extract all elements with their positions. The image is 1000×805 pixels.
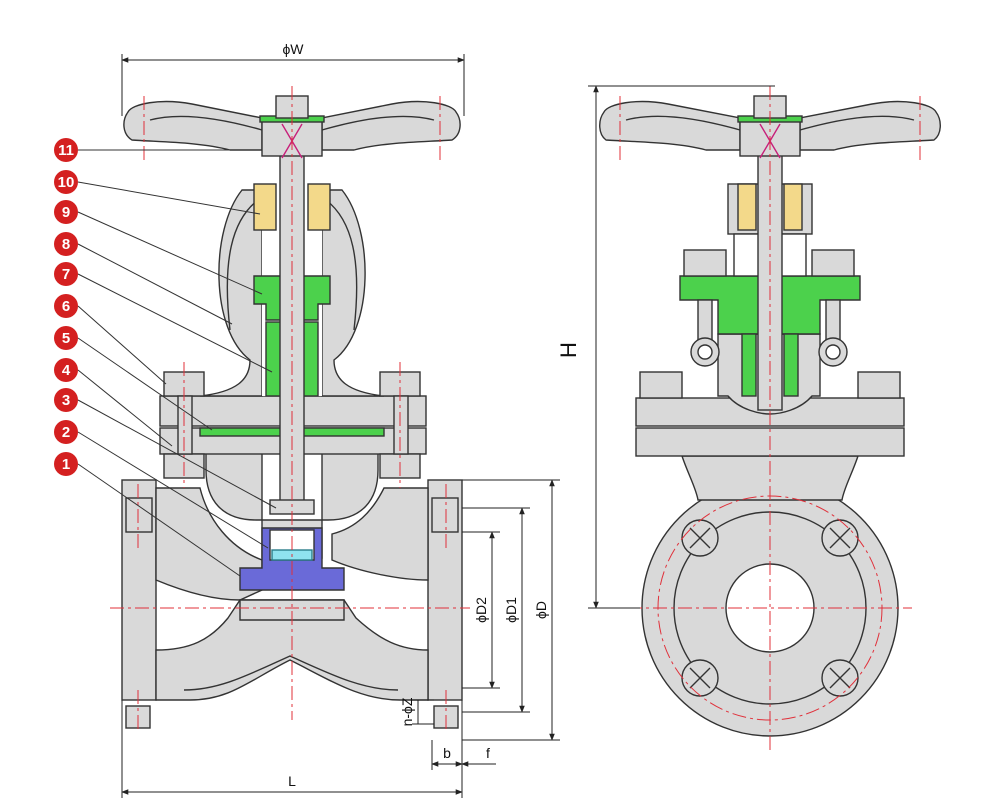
dimension-lines — [121, 54, 775, 798]
callout-leaders — [77, 149, 277, 577]
dim-phi-d: ϕD — [533, 601, 549, 619]
callout-9: 9 — [54, 200, 78, 224]
side-centerlines — [619, 86, 921, 752]
svg-text:2: 2 — [62, 424, 70, 441]
dim-phi-w: ϕW — [282, 41, 304, 57]
side-body-flange — [635, 427, 905, 457]
callout-6: 6 — [54, 294, 78, 318]
section-view — [121, 95, 463, 729]
callout-5: 5 — [54, 326, 78, 350]
body-upper-right — [331, 487, 429, 581]
dim-n-phi-z: n-ϕZ — [399, 697, 415, 726]
svg-text:9: 9 — [62, 204, 70, 221]
dim-b: b — [443, 745, 451, 761]
svg-text:7: 7 — [62, 266, 70, 283]
dim-f: f — [486, 745, 490, 761]
dim-l: L — [288, 773, 296, 789]
svg-text:6: 6 — [62, 298, 70, 315]
side-body-neck — [681, 455, 859, 501]
callout-1: 1 — [54, 452, 78, 476]
callout-badges: 11 10 9 8 7 6 5 4 3 2 1 — [54, 138, 78, 476]
side-handwheel-right — [799, 100, 941, 151]
dimension-labels: ϕW H L ϕD ϕD1 ϕD2 n-ϕZ b f — [282, 41, 581, 789]
svg-text:11: 11 — [58, 142, 74, 159]
seat-ring — [239, 599, 345, 621]
dim-phi-d2: ϕD2 — [473, 597, 489, 623]
handwheel-left — [123, 100, 263, 151]
callout-7: 7 — [54, 262, 78, 286]
yoke-right — [321, 189, 385, 397]
yoke-left — [199, 189, 263, 397]
svg-text:4: 4 — [62, 362, 71, 379]
yoke-bushing-right — [307, 183, 331, 231]
callout-4: 4 — [54, 358, 78, 382]
callout-3: 3 — [54, 388, 78, 412]
section-centerlines — [110, 86, 470, 732]
svg-text:5: 5 — [62, 330, 70, 347]
callout-2: 2 — [54, 420, 78, 444]
side-handwheel-left — [599, 100, 741, 151]
svg-text:10: 10 — [58, 174, 75, 191]
dim-phi-d1: ϕD1 — [503, 597, 519, 623]
side-gland-nut-left — [683, 249, 727, 277]
svg-text:8: 8 — [62, 236, 70, 253]
yoke-bushing-left — [253, 183, 277, 231]
handwheel-right — [321, 100, 461, 151]
svg-text:1: 1 — [62, 456, 70, 473]
callout-10: 10 — [54, 170, 78, 194]
dim-h: H — [556, 342, 581, 358]
svg-text:3: 3 — [62, 392, 70, 409]
callout-11: 11 — [54, 138, 78, 162]
callout-8: 8 — [54, 232, 78, 256]
side-gland-nut-right — [811, 249, 855, 277]
